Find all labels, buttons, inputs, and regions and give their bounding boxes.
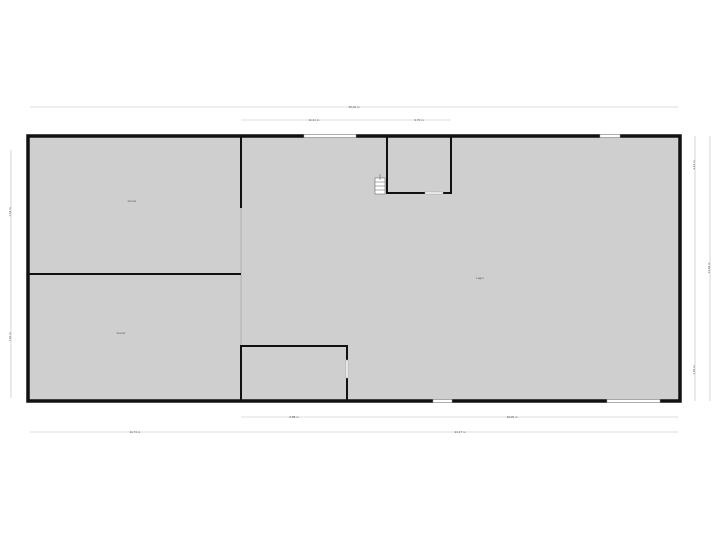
room-label-kontor-1: Kontor: [128, 199, 137, 203]
dim-top-b: 3,70 m: [414, 118, 424, 122]
dim-left-b: 7,03 m: [8, 332, 12, 342]
dim-top-a: 11,41 m: [309, 118, 320, 122]
dimension-lines: [10, 106, 711, 433]
dim-bottom-total-a: 11,74 m: [130, 430, 141, 434]
stairs-icon: [374, 174, 386, 195]
dim-bottom-a: 5,88 m: [289, 415, 299, 419]
dim-top-total: 36,04 m: [349, 105, 360, 109]
dim-right-a: 3,16 m: [692, 160, 696, 170]
windows: [303, 134, 661, 403]
dimension-labels: 36,04 m 11,41 m 3,70 m 5,88 m 18,29 m 11…: [8, 105, 711, 434]
dim-right-c: 1,56 m: [692, 365, 696, 375]
dim-bottom-total-b: 24,17 m: [455, 430, 466, 434]
floor: [28, 136, 680, 401]
dim-bottom-b: 18,29 m: [507, 415, 518, 419]
dim-left-a: 7,64 m: [8, 207, 12, 217]
dim-right-b: 14,69 m: [707, 262, 711, 273]
room-label-lager: Lager: [476, 276, 484, 280]
room-label-kontor-2: Kontor: [117, 331, 126, 335]
